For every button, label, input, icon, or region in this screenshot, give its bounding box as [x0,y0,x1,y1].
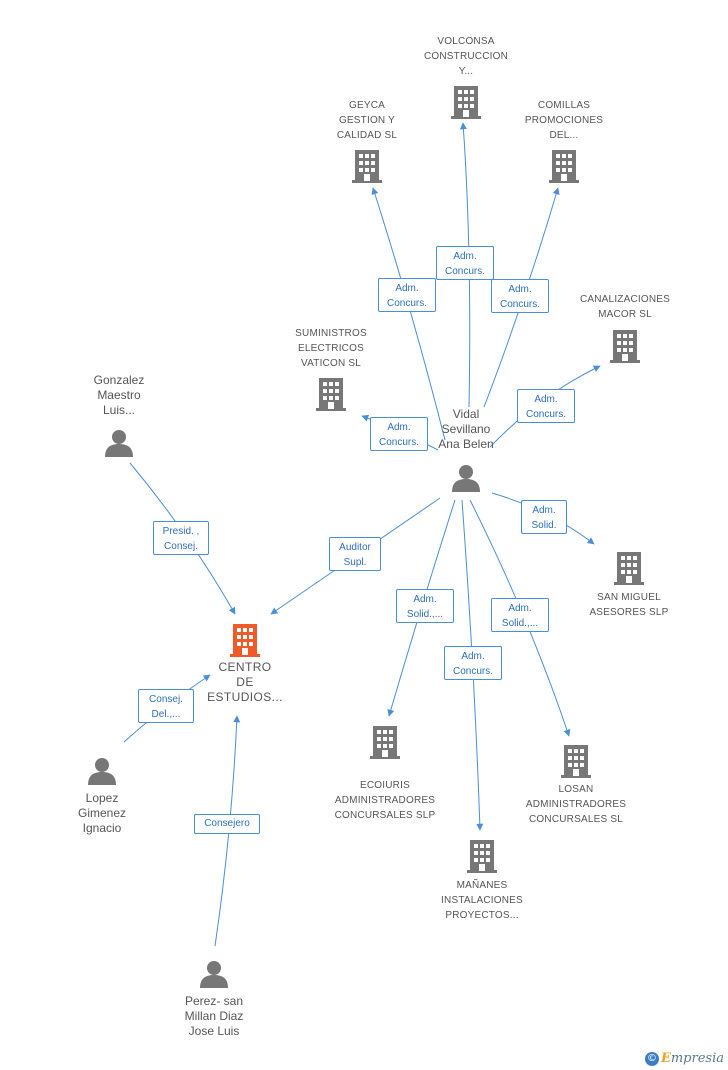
node-label-losan[interactable]: LOSAN ADMINISTRADORES CONCURSALES SL [525,784,627,825]
node-label-canalizaciones[interactable]: CANALIZACIONES MACOR SL [579,294,671,320]
building-icon-canalizaciones[interactable] [610,330,640,363]
relation-label-vidal-to-losan[interactable]: Adm. Solid.,... [491,598,549,632]
relation-label-lopez-to-centro[interactable]: Consej. Del.,... [138,689,194,723]
relation-label-perez-to-centro[interactable]: Consejero [194,814,260,834]
person-icon-vidal[interactable] [452,465,480,492]
node-label-comillas[interactable]: COMILLAS PROMOCIONES DEL... [524,100,604,141]
node-label-perez[interactable]: Perez- san Millan Diaz Jose Luis [184,994,244,1038]
relation-label-vidal-to-centro[interactable]: Auditor Supl. [329,537,381,571]
building-icon-losan[interactable] [561,745,591,778]
node-label-gonzalez[interactable]: Gonzalez Maestro Luis... [93,373,145,417]
node-label-vidal[interactable]: Vidal Sevillano Ana Belen [438,407,494,451]
building-icon-suministros[interactable] [316,378,346,411]
relation-label-vidal-to-volconsa[interactable]: Adm. Concurs. [436,246,494,280]
node-label-suministros[interactable]: SUMINISTROS ELECTRICOS VATICON SL [295,328,367,369]
relation-label-vidal-to-ecoiuris[interactable]: Adm. Solid.,... [396,589,454,623]
building-icon-volconsa[interactable] [451,86,481,119]
relation-label-vidal-to-comillas[interactable]: Adm. Concurs. [491,279,549,313]
relation-label-vidal-to-san_miguel[interactable]: Adm. Solid. [521,500,567,534]
copyright-icon: © [644,1052,659,1066]
empresia-logo[interactable]: ©Empresia [644,1051,724,1066]
relation-label-gonzalez-to-centro[interactable]: Presid. , Consej. [153,521,209,555]
node-label-lopez[interactable]: Lopez Gimenez Ignacio [77,791,127,835]
relation-label-vidal-to-suministros[interactable]: Adm. Concurs. [370,417,428,451]
relation-label-vidal-to-geyca[interactable]: Adm. Concurs. [378,278,436,312]
node-label-san_miguel[interactable]: SAN MIGUEL ASESORES SLP [589,592,669,618]
building-icon-san_miguel[interactable] [614,552,644,585]
person-icon-perez[interactable] [200,961,228,988]
node-label-volconsa[interactable]: VOLCONSA CONSTRUCCION Y... [423,36,509,77]
person-icon-gonzalez[interactable] [105,430,133,457]
edge-vidal-to-geyca [371,187,446,441]
node-label-centro[interactable]: CENTRO DE ESTUDIOS... [207,660,283,704]
building-icon-ecoiuris[interactable] [370,726,400,759]
node-label-geyca[interactable]: GEYCA GESTION Y CALIDAD SL [336,100,398,141]
node-label-manyanes[interactable]: MAÑANES INSTALACIONES PROYECTOS... [441,880,523,921]
building-icon-geyca[interactable] [352,150,382,183]
building-icon-comillas[interactable] [549,150,579,183]
building-icon-centro[interactable] [230,624,260,657]
node-label-ecoiuris[interactable]: ECOIURIS ADMINISTRADORES CONCURSALES SLP [334,780,436,821]
building-icon-manyanes[interactable] [467,840,497,873]
person-icon-lopez[interactable] [88,758,116,785]
relation-label-vidal-to-canalizaciones[interactable]: Adm. Concurs. [517,389,575,423]
relation-label-vidal-to-manyanes[interactable]: Adm. Concurs. [444,646,502,680]
